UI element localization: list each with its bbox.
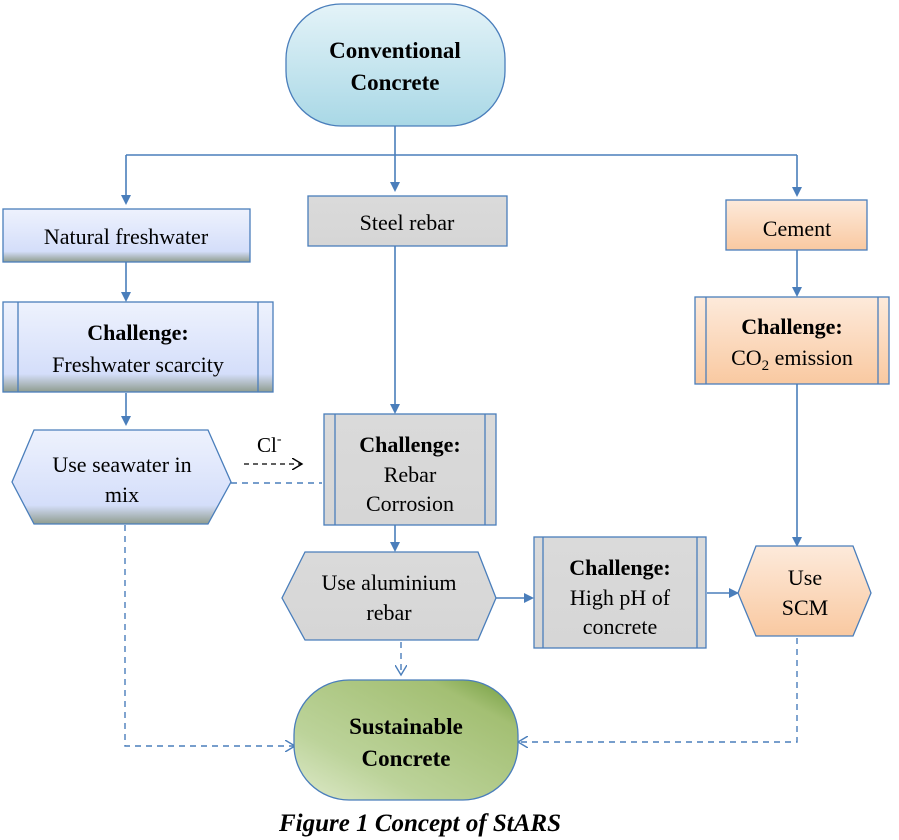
challenge-heading: Challenge: (569, 555, 670, 580)
preparation-shape (11, 429, 232, 525)
challenge-text: High pH of (570, 585, 671, 610)
terminator-shape (285, 3, 506, 127)
challenge-heading: Challenge: (741, 314, 842, 339)
predefined-process-shape (323, 413, 497, 526)
node-label: Conventional (329, 38, 461, 63)
predefined-process-shape (2, 301, 274, 393)
node-challenge-freshwater[interactable]: Challenge: Freshwater scarcity (2, 301, 274, 393)
terminator-shape (293, 679, 519, 801)
process-shape (725, 199, 868, 251)
preparation-shape (281, 551, 497, 641)
node-label: Steel rebar (360, 210, 455, 235)
node-label: Sustainable (349, 714, 463, 739)
process-shape (307, 195, 508, 247)
node-challenge-co2[interactable]: Challenge: CO2 emission (694, 296, 890, 385)
challenge-text: Rebar (384, 462, 437, 487)
challenge-text: Corrosion (366, 491, 454, 516)
node-sustainable-concrete[interactable]: Sustainable Concrete (293, 679, 519, 801)
node-natural-freshwater[interactable]: Natural freshwater (2, 208, 251, 263)
node-label: Concrete (351, 70, 440, 95)
node-use-scm[interactable]: Use SCM (737, 545, 872, 637)
node-label: rebar (366, 600, 412, 625)
node-cement[interactable]: Cement (725, 199, 868, 251)
predefined-process-shape (533, 536, 707, 649)
node-label: Use (788, 565, 822, 590)
node-label: SCM (782, 595, 828, 620)
node-label: Cement (763, 216, 831, 241)
challenge-text: concrete (583, 614, 658, 639)
edge-scm-to-sustainable (518, 638, 798, 742)
preparation-shape (737, 545, 872, 637)
challenge-heading: Challenge: (87, 320, 188, 345)
predefined-process-shape (694, 296, 890, 385)
challenge-text: CO2 emission (731, 345, 853, 374)
edge-seawater-to-sustainable (124, 525, 295, 746)
chloride-label: Cl- (257, 432, 282, 457)
process-shape (2, 208, 251, 263)
challenge-heading: Challenge: (359, 432, 460, 457)
connectors (121, 126, 802, 746)
node-label: Use seawater in (52, 452, 191, 477)
node-label: Natural freshwater (44, 224, 209, 249)
node-use-seawater[interactable]: Use seawater in mix (11, 429, 232, 525)
node-label: Concrete (362, 746, 451, 771)
node-steel-rebar[interactable]: Steel rebar (307, 195, 508, 247)
node-challenge-corrosion[interactable]: Challenge: Rebar Corrosion (323, 413, 497, 526)
node-label: mix (105, 482, 139, 507)
challenge-text: Freshwater scarcity (52, 352, 224, 377)
node-conventional-concrete[interactable]: Conventional Concrete (285, 3, 506, 127)
node-label: Use aluminium (321, 570, 456, 595)
figure-caption: Figure 1 Concept of StARS (278, 810, 561, 837)
node-challenge-ph[interactable]: Challenge: High pH of concrete (533, 536, 707, 649)
node-use-aluminium[interactable]: Use aluminium rebar (281, 551, 497, 641)
